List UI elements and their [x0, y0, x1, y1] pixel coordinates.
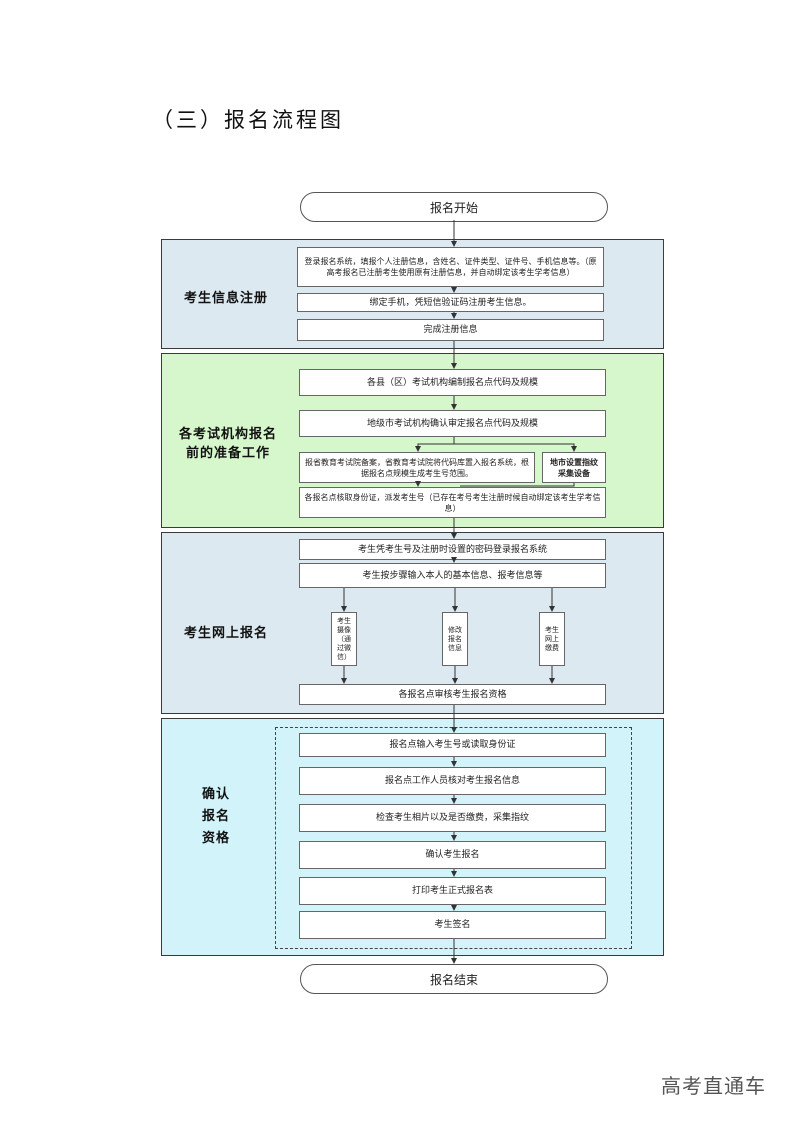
start-label: 报名开始 — [429, 200, 478, 215]
confirm-label-line2: 报名 — [201, 809, 230, 824]
confirm-step-2: 报名点工作人员核对考生报名信息 — [299, 767, 606, 795]
register-step-1: 登录报名系统，填报个人注册信息，含姓名、证件类型、证件号、手机信息等。（原高考报… — [297, 247, 604, 287]
prepare-step-2: 地级市考试机构确认审定报名点代码及规模 — [299, 410, 606, 437]
online-label: 考生网上报名 — [183, 626, 268, 641]
register-label: 考生信息注册 — [183, 291, 268, 306]
register-step-2: 绑定手机，凭短信验证码注册考生信息。 — [297, 293, 604, 312]
arrow-prep-branch-right — [454, 443, 577, 452]
section-online — [161, 532, 664, 714]
arrow-fingerprint-merge — [460, 483, 575, 487]
end-label: 报名结束 — [429, 972, 478, 987]
online-modify-box: 修改报名信息 — [442, 612, 468, 666]
prepare-label-line2: 前的准备工作 — [185, 446, 270, 461]
confirm-step-1: 报名点输入考生号或读取身份证 — [299, 733, 606, 757]
confirm-step-4: 确认考生报名 — [299, 841, 606, 869]
confirm-label: 确认 报名 资格 — [186, 784, 246, 850]
confirm-step-6: 考生签名 — [299, 911, 606, 939]
prepare-label: 各考试机构报名 前的准备工作 — [166, 425, 290, 463]
prepare-step-3: 报省教育考试院备案，省教育考试院将代码库置入报名系统，根据报名点规模生成考生号范… — [299, 452, 535, 483]
prepare-step-1: 各县（区）考试机构编制报名点代码及规模 — [299, 369, 606, 396]
register-step-3: 完成注册信息 — [297, 319, 604, 341]
end-terminal: 报名结束 — [300, 964, 608, 994]
confirm-label-line1: 确认 — [201, 787, 230, 802]
prepare-step-5: 各报名点核取身份证，派发考生号（已存在考号考生注册时候自动绑定该考生学考信息） — [299, 487, 606, 518]
online-photo-box: 考生摄像（通过微信） — [331, 612, 357, 666]
start-terminal: 报名开始 — [300, 192, 608, 222]
confirm-step-3: 检查考生相片以及是否缴费，采集指纹 — [299, 804, 606, 832]
confirm-step-5: 打印考生正式报名表 — [299, 877, 606, 905]
prepare-label-line1: 各考试机构报名 — [178, 427, 277, 442]
watermark: 高考直通车 — [661, 1074, 766, 1098]
confirm-label-line3: 资格 — [201, 831, 230, 846]
page-heading: （三）报名流程图 — [152, 108, 344, 132]
prepare-step-fingerprint: 地市设置指纹采集设备 — [542, 452, 606, 483]
online-pay-box: 考生网上缴费 — [539, 612, 565, 666]
online-step-2: 考生按步骤输入本人的基本信息、报考信息等 — [299, 563, 606, 588]
online-step-audit: 各报名点审核考生报名资格 — [299, 684, 606, 705]
arrow-prep-branch — [415, 437, 455, 452]
